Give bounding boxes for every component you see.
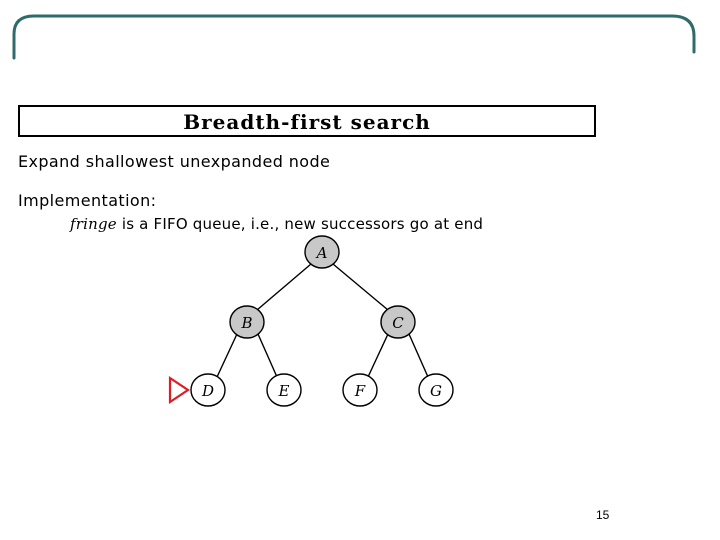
top-decorative-arc	[12, 14, 696, 60]
tree-node-f: F	[342, 373, 378, 407]
edge-b-e	[257, 333, 278, 378]
fringe-rest: is a FIFO queue, i.e., new successors go…	[116, 215, 484, 233]
tree-node-c: C	[380, 305, 416, 339]
edge-c-f	[367, 333, 389, 378]
edge-a-c	[332, 263, 389, 311]
tree-node-a-label: A	[315, 244, 328, 262]
tree-node-b-label: B	[240, 314, 252, 332]
tree-node-b: B	[229, 305, 265, 339]
tree-node-g-label: G	[430, 382, 442, 400]
tree-node-f-label: F	[354, 382, 366, 400]
fringe-emphasis: fringe	[70, 215, 117, 233]
bullet-implementation: Implementation:	[18, 191, 157, 210]
pointer-marker-icon	[168, 375, 190, 405]
tree-node-e-label: E	[278, 382, 290, 400]
edge-a-b	[256, 263, 312, 311]
tree-nodes: A B C D E F G	[190, 235, 454, 407]
tree-edges	[216, 263, 429, 378]
bullet-expand: Expand shallowest unexpanded node	[18, 152, 331, 171]
tree-node-d-label: D	[201, 382, 214, 400]
tree-node-c-label: C	[392, 314, 404, 332]
tree-node-d: D	[190, 373, 226, 407]
page-number: 15	[596, 508, 610, 522]
tree-node-e: E	[266, 373, 302, 407]
search-tree-diagram: A B C D E F G	[168, 235, 454, 407]
edge-b-d	[216, 333, 238, 378]
edge-c-g	[408, 333, 429, 378]
tree-node-g: G	[418, 373, 454, 407]
page-title: Breadth-first search	[183, 110, 431, 134]
sub-bullet-fringe: fringe is a FIFO queue, i.e., new succes…	[70, 215, 483, 233]
slide-title-box: Breadth-first search	[18, 105, 596, 137]
tree-node-a: A	[304, 235, 340, 269]
